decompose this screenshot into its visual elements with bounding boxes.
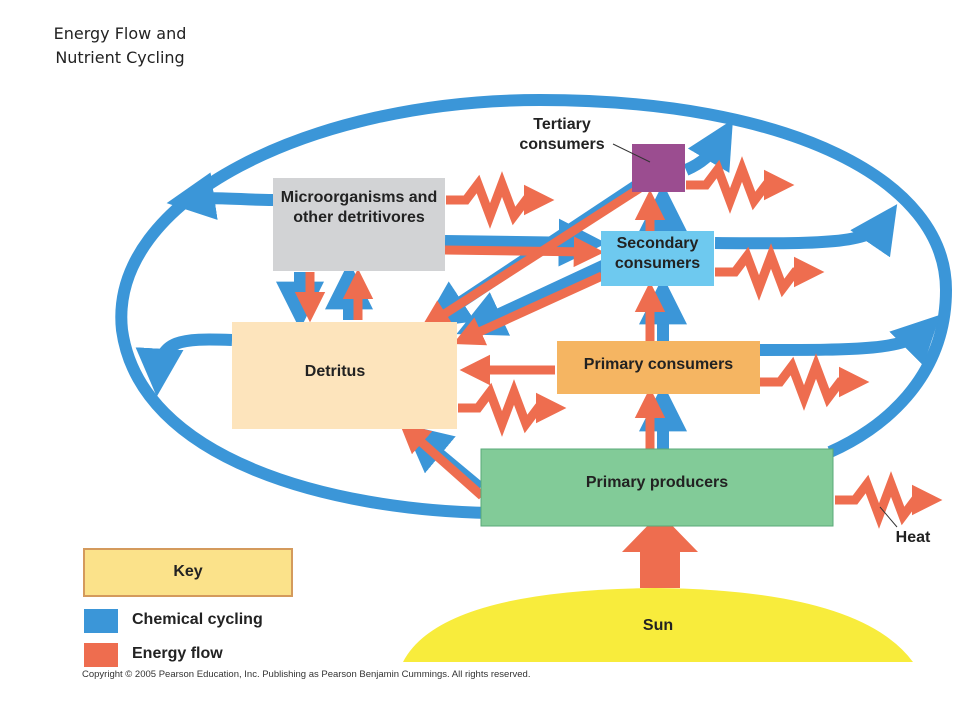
primary-producers-box — [480, 448, 834, 527]
energy-flow-label: Energy flow — [132, 645, 223, 662]
energy-flow-swatch — [84, 643, 118, 667]
heat-label: Heat — [895, 529, 931, 546]
detritus-label: Detritus — [304, 363, 366, 380]
heat-arrows — [446, 156, 943, 529]
tertiary-leader-line — [612, 143, 651, 163]
chemical-cycling-label: Chemical cycling — [132, 611, 263, 628]
sun-label: Sun — [642, 617, 674, 634]
key-title: Key — [173, 563, 203, 580]
microorganisms-box — [273, 178, 445, 271]
primary-producers-label: Primary producers — [585, 474, 729, 491]
tertiary-consumers-label: Tertiary consumers — [519, 116, 605, 153]
sun-shape — [403, 588, 913, 662]
copyright-notice: Copyright © 2005 Pearson Education, Inc.… — [82, 669, 531, 680]
detritus-box — [232, 322, 457, 429]
heat-leader-line — [879, 506, 898, 528]
microorganisms-label: Microorganisms and other detritivores — [280, 189, 438, 226]
chemical-cycling-swatch — [84, 609, 118, 633]
secondary-consumers-box — [601, 231, 714, 286]
key-box — [83, 548, 293, 597]
diagram-title: Energy Flow and Nutrient Cycling — [53, 24, 187, 67]
primary-consumers-box — [557, 341, 760, 394]
energy-arrows — [294, 184, 666, 500]
primary-consumers-label: Primary consumers — [583, 356, 734, 373]
tertiary-consumers-box — [632, 144, 685, 192]
secondary-consumers-label: Secondary consumers — [614, 235, 701, 272]
sun-energy-arrow — [622, 513, 698, 588]
chemical-cycle-loop — [115, 93, 953, 519]
